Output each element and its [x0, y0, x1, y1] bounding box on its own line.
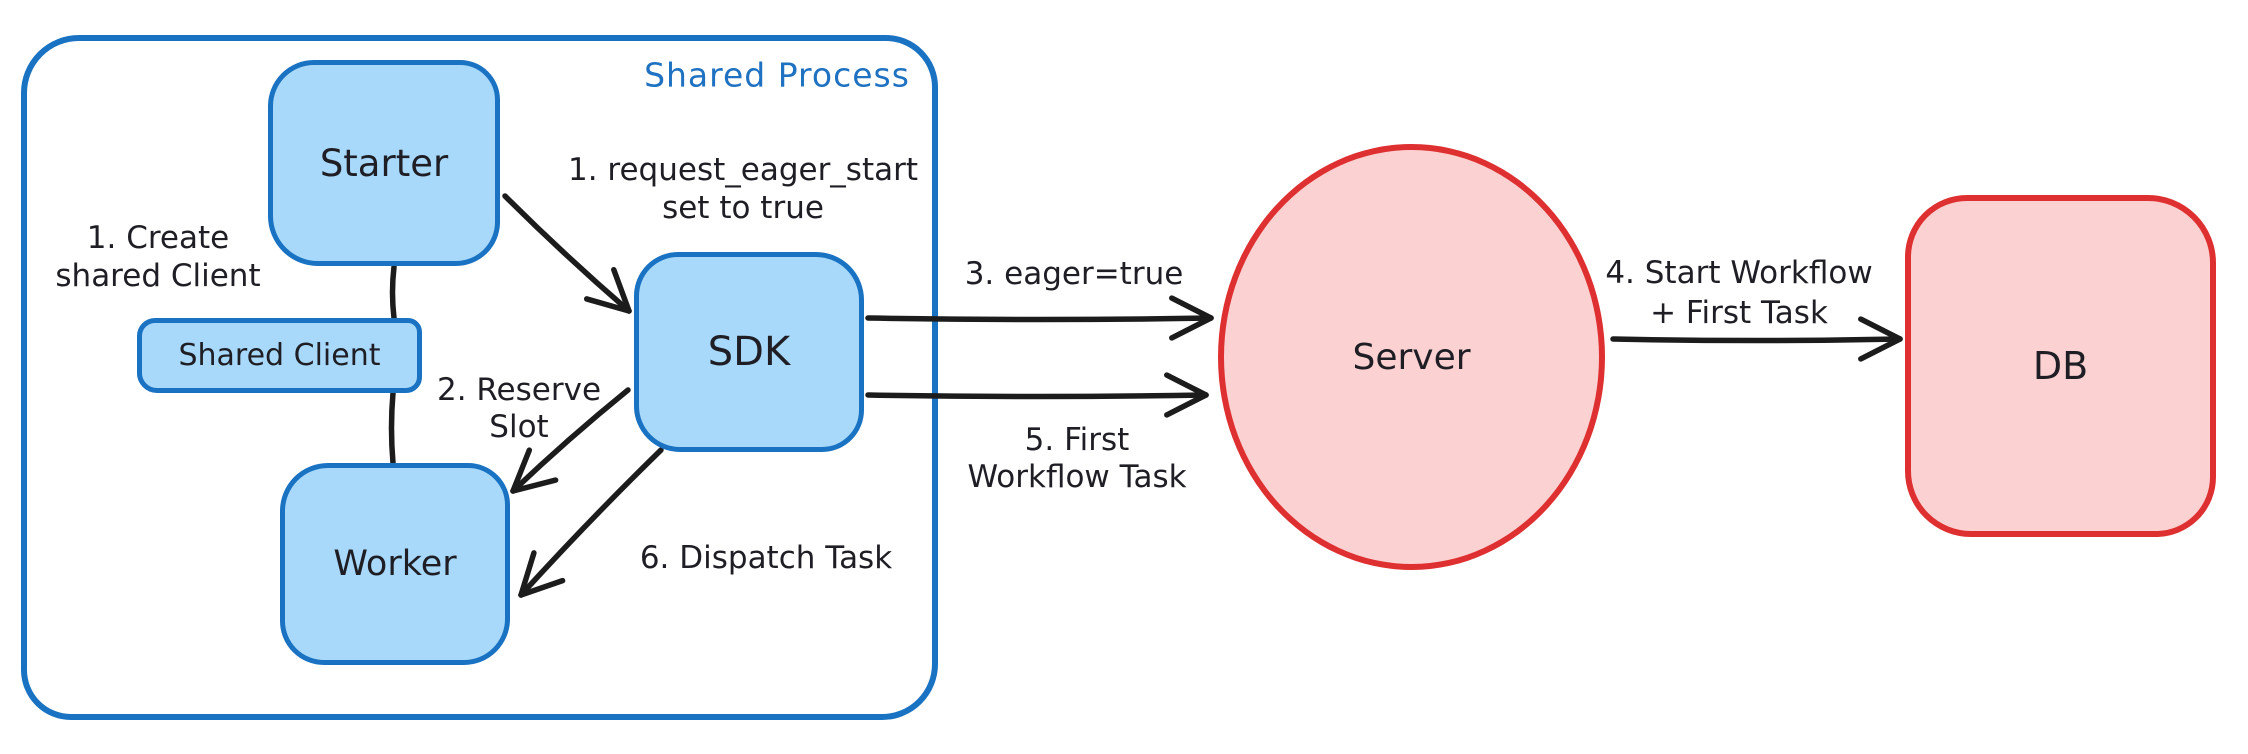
annotation-eager-true: 3. eager=true — [964, 256, 1184, 292]
annotation-request-line2: set to true — [662, 190, 824, 226]
annotation-first-line1: 5. First — [1024, 422, 1130, 458]
annotation-start-workflow: 4. Start Workflow + First Task — [1605, 253, 1872, 333]
annotation-create-shared-client: 1. Create shared Client — [55, 219, 260, 295]
node-worker: Worker — [280, 463, 510, 665]
starter-label: Starter — [319, 141, 449, 185]
annotation-dispatch-task: 6. Dispatch Task — [639, 540, 893, 576]
annotation-create-line1: 1. Create — [86, 220, 230, 256]
annotation-first-line2: Workflow Task — [967, 459, 1187, 495]
sdk-label: SDK — [707, 329, 791, 375]
annotation-request-line1: 1. request_eager_start — [567, 152, 919, 188]
node-db: DB — [1905, 195, 2216, 537]
shared-client-label: Shared Client — [178, 338, 381, 373]
node-server: Server — [1218, 144, 1605, 570]
annotation-startwf-line1: 4. Start Workflow — [1605, 255, 1873, 291]
annotation-first-workflow-task: 5. First Workflow Task — [967, 422, 1186, 496]
annotation-reserve-line1: 2. Reserve — [436, 372, 602, 408]
annotation-reserve-line2: Slot — [489, 409, 549, 445]
shared-process-container — [21, 35, 938, 720]
annotation-request-eager-start: 1. request_eager_start set to true — [568, 151, 918, 227]
annotation-reserve-slot: 2. Reserve Slot — [437, 372, 601, 446]
worker-label: Worker — [333, 544, 457, 584]
shared-process-label: Shared Process — [644, 55, 910, 95]
annotation-create-line2: shared Client — [55, 258, 261, 294]
annotation-startwf-line2: + First Task — [1650, 295, 1828, 331]
node-starter: Starter — [268, 60, 500, 266]
server-label: Server — [1352, 336, 1471, 378]
node-shared-client: Shared Client — [137, 318, 422, 393]
node-sdk: SDK — [634, 252, 864, 452]
db-label: DB — [2032, 344, 2089, 388]
